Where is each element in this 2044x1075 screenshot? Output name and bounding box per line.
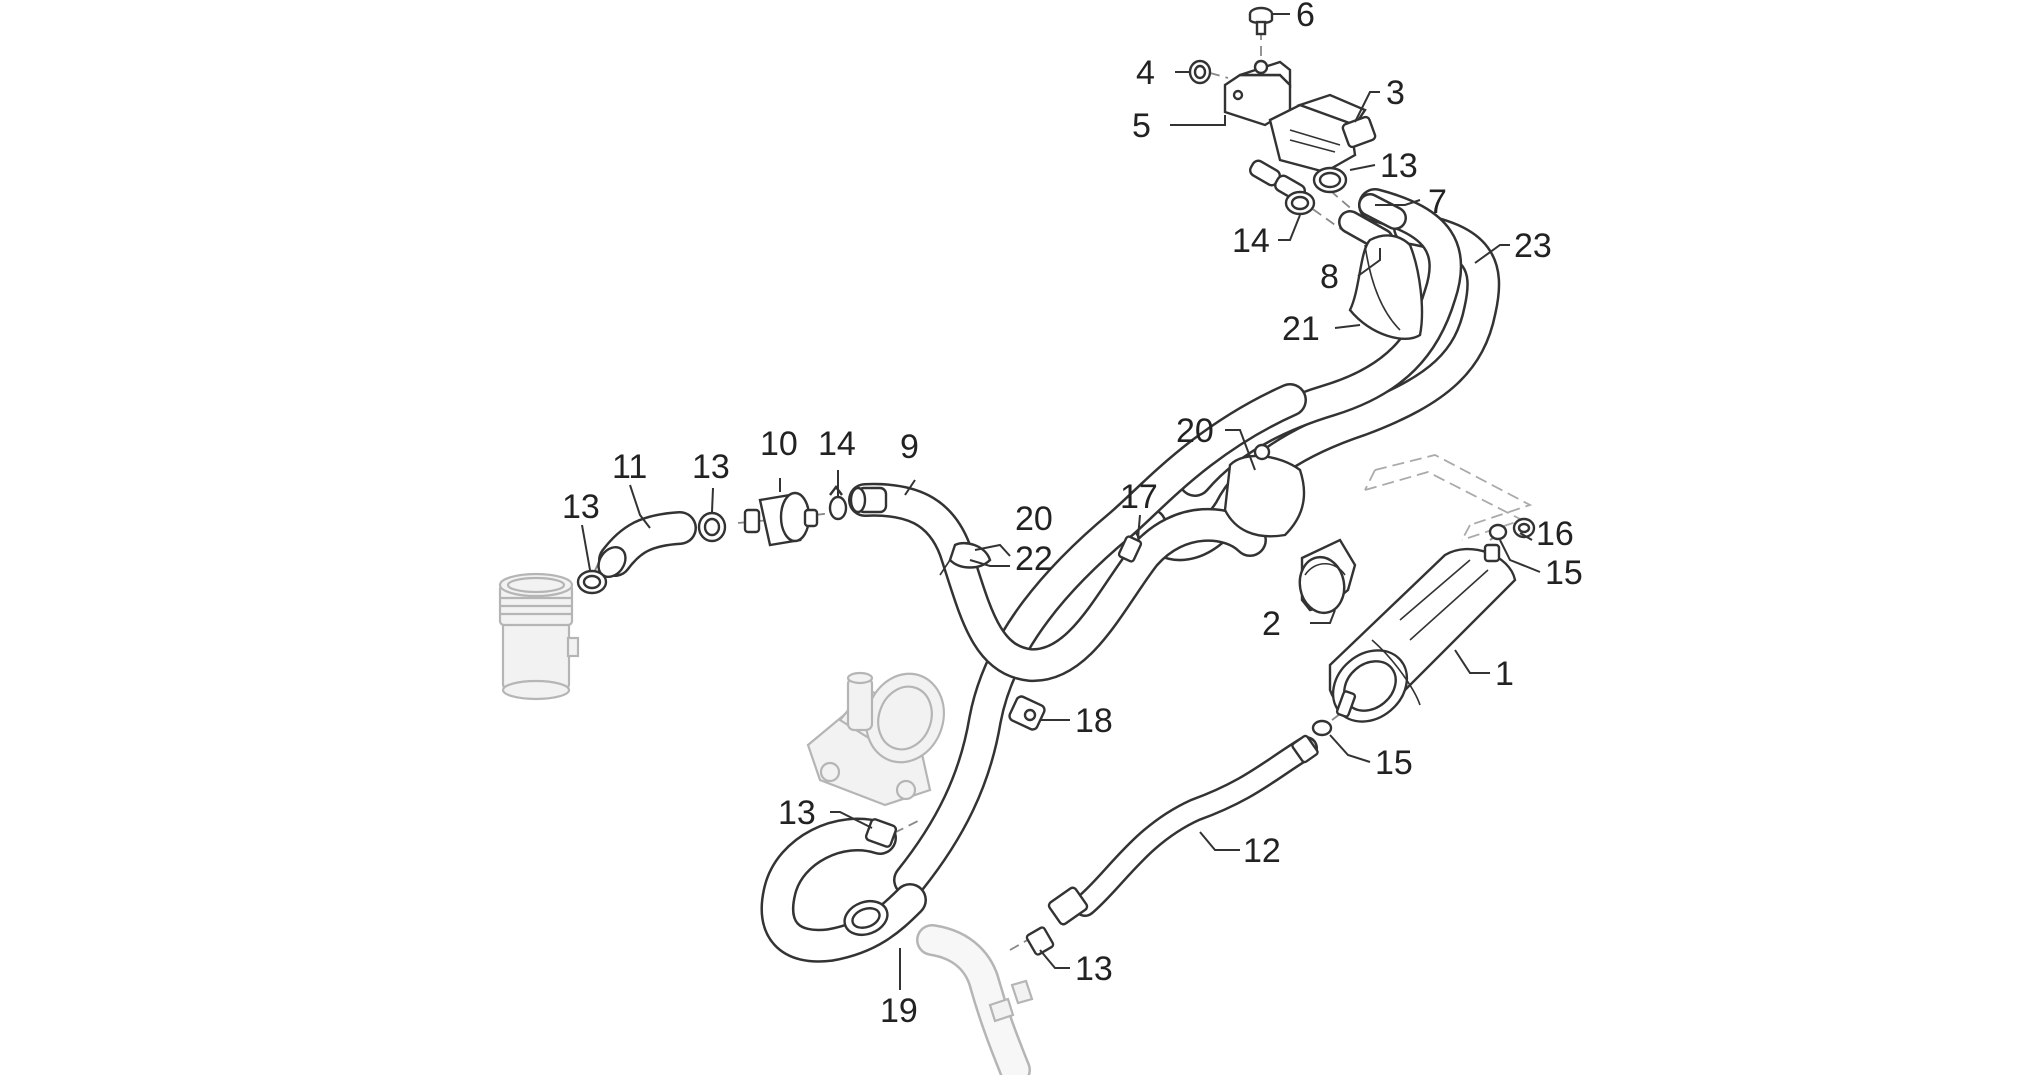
callout-20-mid: 20 xyxy=(1176,412,1214,450)
callout-10: 10 xyxy=(760,425,798,463)
part-3-valve xyxy=(1249,93,1377,202)
part-13-clamp-bottom xyxy=(864,818,898,848)
callout-7: 7 xyxy=(1428,183,1447,221)
callout-8: 8 xyxy=(1320,258,1339,296)
part-15-ring-bottom xyxy=(1311,719,1333,737)
callout-2: 2 xyxy=(1262,605,1281,643)
hose-9 xyxy=(848,482,1267,682)
part-13-clamp-low xyxy=(1025,926,1055,956)
callout-14-left: 14 xyxy=(818,425,856,463)
callout-16: 16 xyxy=(1536,515,1574,553)
part-20-strap-mid xyxy=(1223,443,1306,538)
part-16-cap xyxy=(1512,517,1536,539)
part-20-strap-top xyxy=(1348,234,1424,340)
part-6-screw xyxy=(1248,6,1274,36)
callout-13-mid: 13 xyxy=(692,448,730,486)
part-17-clip xyxy=(1117,535,1143,563)
hose-7 xyxy=(1358,193,1407,230)
part-13-clamp-mid xyxy=(697,511,727,543)
callout-13: 13 xyxy=(1380,147,1418,185)
callout-9: 9 xyxy=(900,428,919,466)
callout-3: 3 xyxy=(1386,74,1405,112)
part-5-bracket xyxy=(1223,59,1292,127)
part-4-nut xyxy=(1188,59,1212,85)
part-18-clip xyxy=(1008,695,1046,731)
callout-15-bottom: 15 xyxy=(1375,744,1413,782)
part-2-bracket xyxy=(1298,538,1357,615)
hose-23 xyxy=(1133,188,1501,562)
callout-17: 17 xyxy=(1120,478,1158,516)
callout-18: 18 xyxy=(1075,702,1113,740)
callout-21: 20 xyxy=(1015,500,1053,538)
callout-6: 6 xyxy=(1296,0,1315,34)
callout-13-low: 13 xyxy=(1075,950,1113,988)
callout-13-left: 13 xyxy=(562,488,600,526)
part-19-clamp xyxy=(843,899,889,937)
leader-lines xyxy=(581,13,1541,990)
hose-19 xyxy=(760,817,927,963)
callouts: 6 4 5 3 13 7 14 8 23 21 20 16 15 2 1 15 … xyxy=(562,0,1583,1030)
hose-11 xyxy=(597,511,697,579)
callout-22: 22 xyxy=(1015,540,1053,578)
callout-14: 14 xyxy=(1232,222,1270,260)
grey-throttle-body xyxy=(806,671,945,807)
callout-15-top: 15 xyxy=(1545,554,1583,592)
part-15-ring-top xyxy=(1488,523,1508,541)
hose-17 xyxy=(893,383,1307,897)
callout-1: 1 xyxy=(1495,655,1514,693)
part-10-filter xyxy=(743,491,819,547)
callout-23: 23 xyxy=(1514,227,1552,265)
part-13-clamp-top xyxy=(1312,166,1348,194)
hose-12 xyxy=(1047,734,1319,926)
grey-hose-fragment xyxy=(916,924,1034,1075)
part-14-clamp-top xyxy=(1284,190,1316,216)
callout-5: 5 xyxy=(1132,107,1151,145)
callout-12: 12 xyxy=(1243,832,1281,870)
callout-19: 19 xyxy=(880,992,918,1030)
grey-intake-duct xyxy=(498,572,580,701)
part-9-end xyxy=(849,486,888,514)
callout-4: 4 xyxy=(1136,54,1155,92)
part-1-canister xyxy=(1328,543,1517,723)
callout-13-bottom: 13 xyxy=(778,794,816,832)
part-13-clamp-left xyxy=(576,569,608,595)
callout-11: 11 xyxy=(612,448,647,486)
callout-20-top: 21 xyxy=(1282,310,1320,348)
